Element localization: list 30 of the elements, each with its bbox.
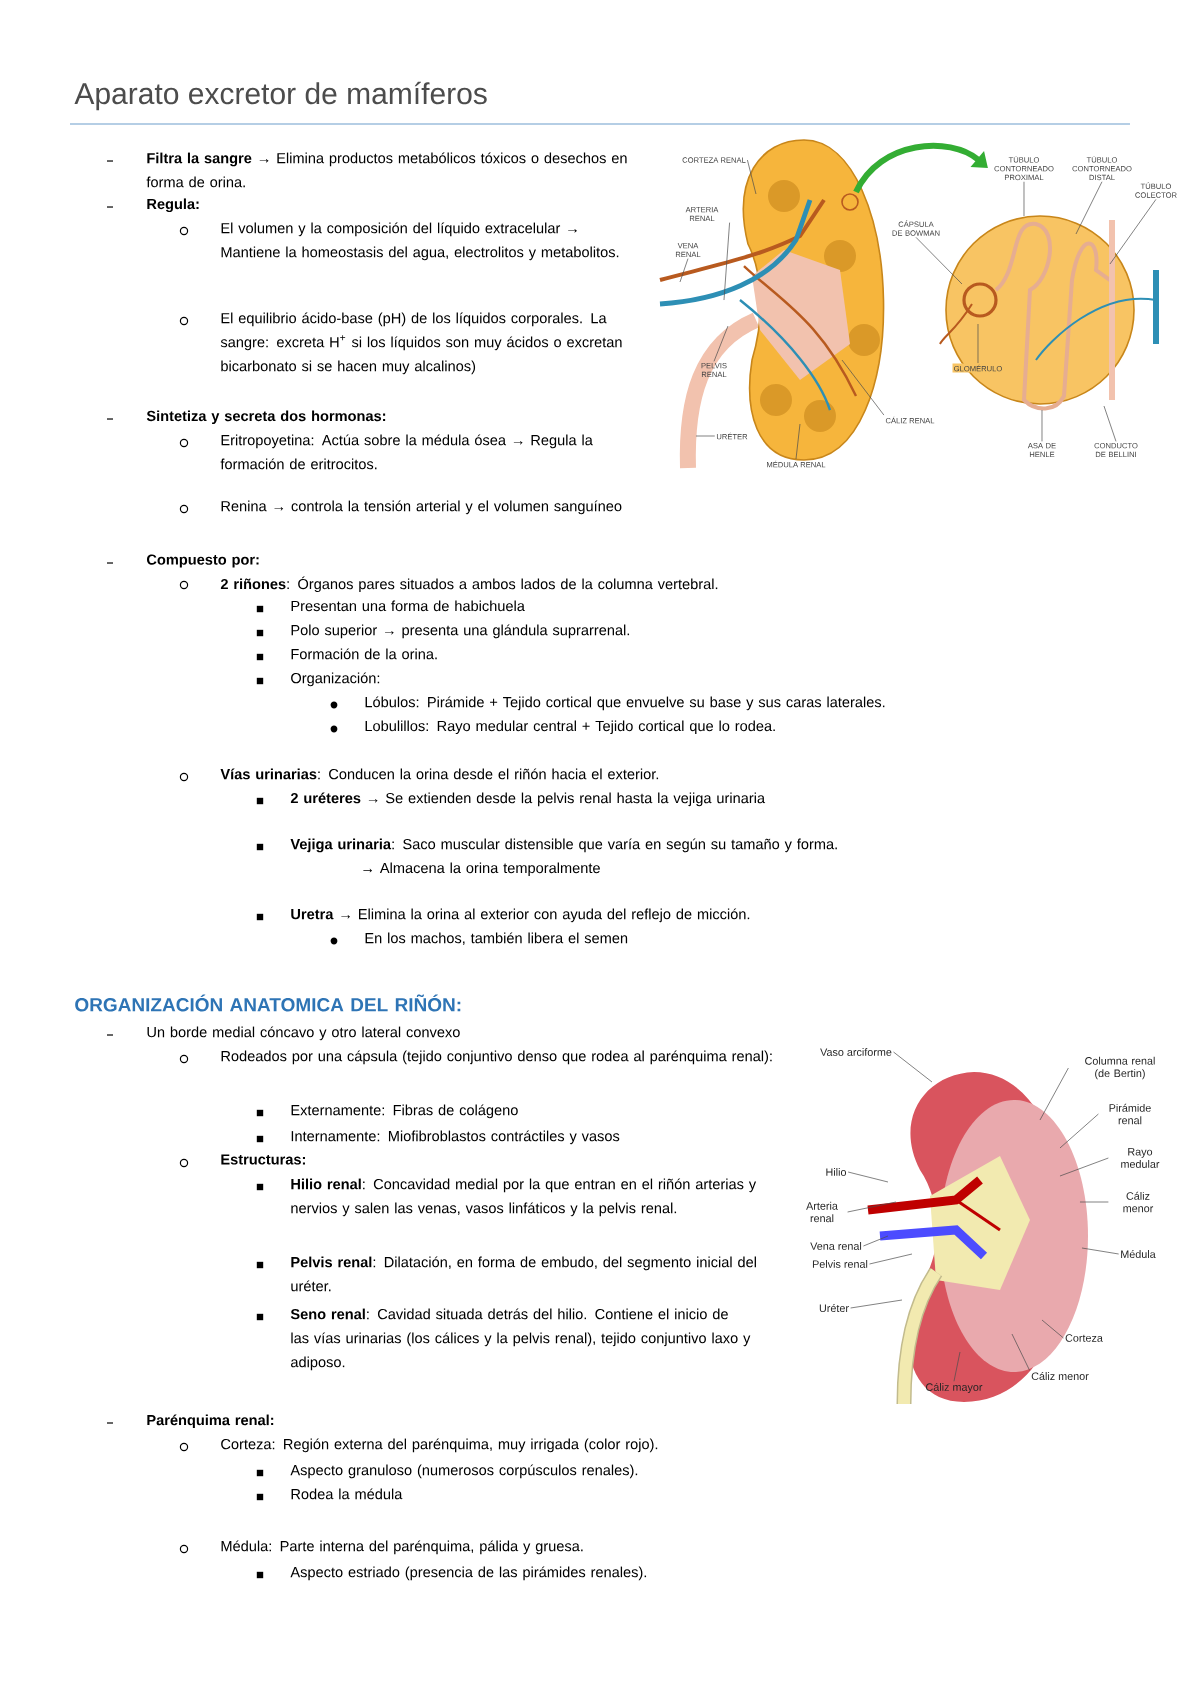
leader-line: [915, 237, 963, 285]
leader-line: [795, 423, 801, 460]
leader-line: [695, 435, 716, 437]
leader-line: [977, 323, 979, 364]
leader-line: [1075, 181, 1103, 235]
leader-line: [1023, 181, 1025, 217]
leader-line: [1079, 1201, 1109, 1203]
leader-line: [1109, 199, 1157, 265]
leader-line: [847, 1171, 889, 1183]
leader-line: [1081, 1247, 1120, 1255]
leader-line: [1103, 405, 1117, 442]
leader-line: [841, 359, 885, 416]
leader-line: [1059, 1113, 1099, 1149]
leader-line: [850, 1299, 903, 1309]
leader-line: [1041, 409, 1043, 442]
leader-line: [1041, 1319, 1064, 1339]
leader-line: [747, 159, 757, 195]
leader-line: [869, 1253, 913, 1265]
leader-line: [893, 1051, 933, 1083]
leader-line: [1011, 1333, 1030, 1371]
leader-line: [1039, 1067, 1069, 1121]
leader-line: [679, 258, 689, 283]
leader-line: [863, 1235, 889, 1247]
leader-line: [1059, 1157, 1109, 1177]
leader-line: [713, 325, 729, 362]
section-heading: ORGANIZACIÓN ANATOMICA DEL RIÑÓN:: [75, 994, 461, 1012]
leader-line: [847, 1201, 897, 1213]
leader-line: [953, 1351, 961, 1382]
leader-line: [723, 222, 730, 301]
page-title: Aparato excretor de mamíferos: [74, 81, 487, 111]
